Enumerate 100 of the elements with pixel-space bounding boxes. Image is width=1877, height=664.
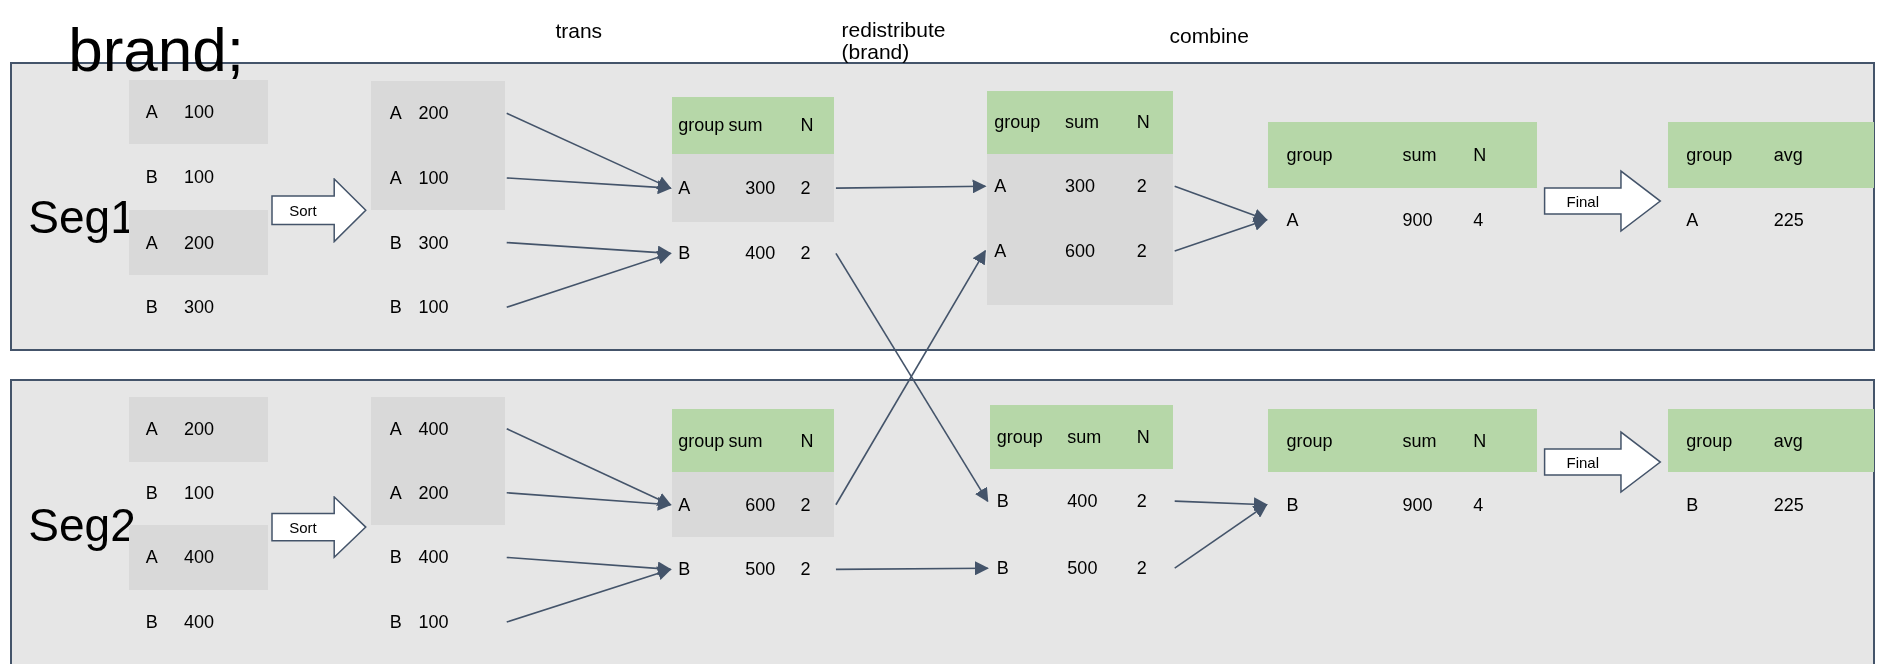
column-header: group [1286, 430, 1333, 452]
table-cell: 4 [1473, 494, 1484, 516]
arrow [505, 250, 672, 309]
table-header-row [987, 90, 1173, 154]
table-cell: 300 [183, 296, 214, 318]
table-header-row [989, 405, 1173, 469]
table-header-row [1268, 409, 1537, 473]
column-header: group [678, 430, 725, 452]
table-row [672, 472, 834, 538]
arrow [505, 491, 672, 511]
block-arrow [1543, 430, 1662, 494]
table-block [370, 397, 505, 526]
table-cell: B [389, 232, 402, 254]
table-cell: 2 [1136, 490, 1147, 512]
table-cell: B [1286, 494, 1299, 516]
arrow [505, 177, 672, 195]
arrow [505, 112, 672, 190]
column-header: group [678, 114, 725, 136]
arrow [1173, 185, 1268, 223]
table-cell: B [145, 166, 158, 188]
column-header: group [1686, 144, 1733, 166]
table-cell: 200 [418, 482, 449, 504]
column-header: group [994, 111, 1041, 133]
column-header: N [1136, 111, 1150, 133]
column-header: group [1686, 430, 1733, 452]
table-cell: A [145, 418, 158, 440]
table-cell: 300 [418, 232, 449, 254]
table-cell: 400 [745, 242, 776, 264]
stage-label: trans [555, 20, 603, 43]
table-cell: 200 [183, 418, 214, 440]
table-cell: A [1286, 209, 1299, 231]
segment-label: Seg2 [28, 498, 136, 553]
arrow [505, 566, 672, 623]
block-arrow [271, 177, 368, 243]
table-cell: 2 [800, 494, 811, 516]
block-arrow [271, 496, 368, 559]
table-cell: A [389, 418, 402, 440]
table-cell: 2 [800, 177, 811, 199]
table-cell: 300 [1064, 175, 1095, 197]
table-cell: 500 [745, 558, 776, 580]
column-header: sum [1064, 111, 1099, 133]
arrow [1173, 503, 1268, 569]
table-cell: 2 [800, 558, 811, 580]
arrow [1173, 497, 1268, 512]
column-header: group [996, 426, 1043, 448]
column-header: avg [1773, 144, 1803, 166]
table-cell: 500 [1067, 557, 1098, 579]
table-cell: B [678, 558, 691, 580]
segment-label: Seg1 [28, 190, 136, 245]
column-header: N [800, 430, 814, 452]
table-cell: 200 [418, 102, 449, 124]
arrow-label: Final [1566, 192, 1600, 210]
table-cell: B [389, 546, 402, 568]
table-cell: B [145, 611, 158, 633]
table-cell: A [678, 494, 691, 516]
table-cell: 100 [418, 167, 449, 189]
table-block [370, 81, 505, 211]
table-cell: 400 [418, 546, 449, 568]
table-cell: 300 [745, 177, 776, 199]
table-cell: B [996, 490, 1009, 512]
arrow [835, 179, 987, 194]
table-cell: B [996, 557, 1009, 579]
table-cell: 2 [800, 242, 811, 264]
segment-panel [9, 379, 1875, 664]
table-header-row [1268, 121, 1537, 188]
table-cell: 900 [1402, 209, 1433, 231]
table-cell: 400 [183, 611, 214, 633]
table-cell: 225 [1773, 209, 1804, 231]
table-cell: B [145, 482, 158, 504]
arrow [1173, 217, 1268, 252]
arrow-label: Final [1566, 453, 1600, 471]
table-cell: A [994, 240, 1007, 262]
table-block [987, 154, 1173, 305]
table-header-row [1668, 409, 1875, 473]
table-cell: 2 [1136, 240, 1147, 262]
column-header: sum [728, 114, 763, 136]
table-cell: 400 [418, 418, 449, 440]
table-header-row [1668, 121, 1875, 188]
table-header-row [672, 409, 834, 473]
column-header: sum [728, 430, 763, 452]
arrow-label: Sort [289, 201, 317, 219]
table-cell: 200 [183, 232, 214, 254]
column-header: group [1286, 144, 1333, 166]
column-header: sum [1402, 144, 1437, 166]
table-cell: 900 [1402, 494, 1433, 516]
table-cell: 225 [1773, 494, 1804, 516]
table-cell: 100 [183, 482, 214, 504]
table-cell: 600 [1064, 240, 1095, 262]
table-cell: 100 [418, 611, 449, 633]
arrow [505, 241, 672, 260]
table-cell: B [1686, 494, 1699, 516]
arrow [505, 427, 672, 506]
arrow-label: Sort [289, 519, 317, 536]
arrow [835, 561, 989, 576]
table-cell: 400 [1067, 490, 1098, 512]
column-header: sum [1067, 426, 1102, 448]
block-arrow [1543, 169, 1662, 233]
table-cell: B [145, 296, 158, 318]
stage-label: combine [1169, 24, 1249, 47]
column-header: avg [1773, 430, 1803, 452]
